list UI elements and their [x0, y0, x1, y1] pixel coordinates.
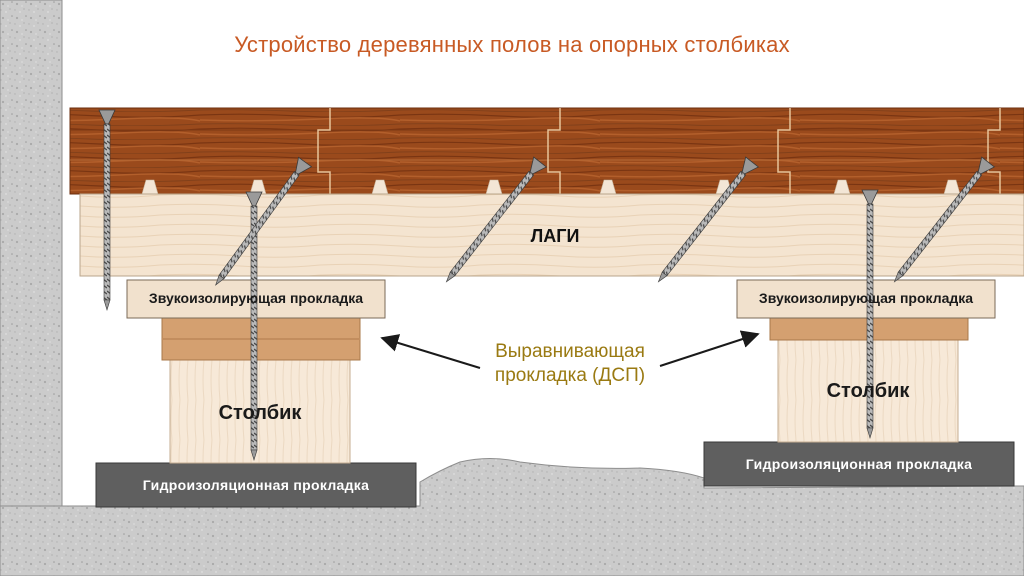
leveling-pad-label-line1: Выравнивающая [495, 341, 645, 362]
screw-icon [657, 156, 759, 283]
sound-pad-right [736, 279, 996, 319]
screw-icon [445, 156, 547, 283]
post-left-label: Столбик [218, 402, 302, 424]
arrow-icon [380, 334, 481, 369]
waterproof-pad-left [95, 462, 417, 508]
screw-icon [893, 156, 995, 283]
screw-icon [98, 109, 116, 312]
waterproof-pad-right [703, 441, 1015, 487]
waterproof-pad-left-label: Гидроизоляционная прокладка [142, 477, 370, 493]
leveling-pad-label: Выравнивающая прокладка (ДСП) [460, 340, 680, 388]
screw-icon [215, 156, 312, 286]
post-right-label: Столбик [826, 380, 910, 402]
screw-icon [861, 189, 879, 440]
diagram-title: Устройство деревянных полов на опорных с… [234, 32, 790, 57]
floorboards [69, 107, 1024, 195]
joists-label: ЛАГИ [530, 226, 580, 246]
joist-beam [79, 193, 1024, 277]
leveling-pad-label-line2: прокладка (ДСП) [494, 365, 646, 386]
sound-pad-left-label: Звукоизолирующая прокладка [148, 290, 364, 306]
concrete-wall [0, 0, 63, 511]
concrete-subfloor [0, 458, 1024, 576]
waterproof-pad-right-label: Гидроизоляционная прокладка [745, 456, 973, 472]
screw-icon [245, 191, 263, 462]
sound-pad-right-label: Звукоизолирующая прокладка [758, 290, 974, 306]
arrow-icon [659, 330, 760, 367]
post-left [169, 359, 351, 464]
